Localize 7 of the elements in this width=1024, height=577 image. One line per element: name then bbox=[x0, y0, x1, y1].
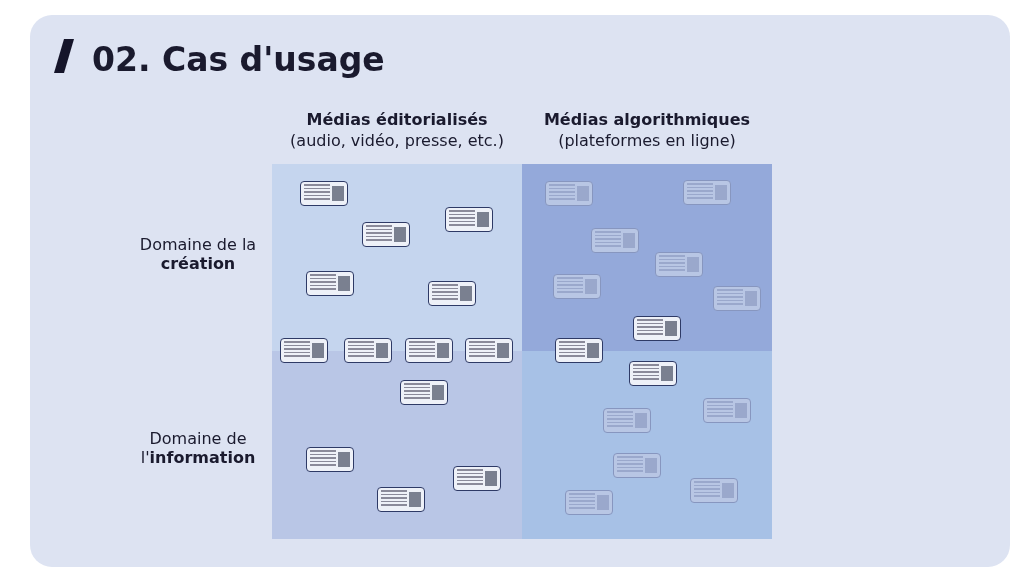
row-header: Domaine de la création bbox=[138, 235, 258, 273]
column-subtitle: (audio, vidéo, presse, etc.) bbox=[289, 131, 505, 150]
column-header: Médias algorithmiques bbox=[542, 110, 752, 129]
slide-title: 02. Cas d'usage bbox=[92, 40, 385, 79]
column-header: Médias éditorialisés bbox=[305, 110, 489, 129]
column-subtitle: (plateformes en ligne) bbox=[557, 131, 737, 150]
row-header: Domaine de l'information bbox=[139, 429, 257, 467]
